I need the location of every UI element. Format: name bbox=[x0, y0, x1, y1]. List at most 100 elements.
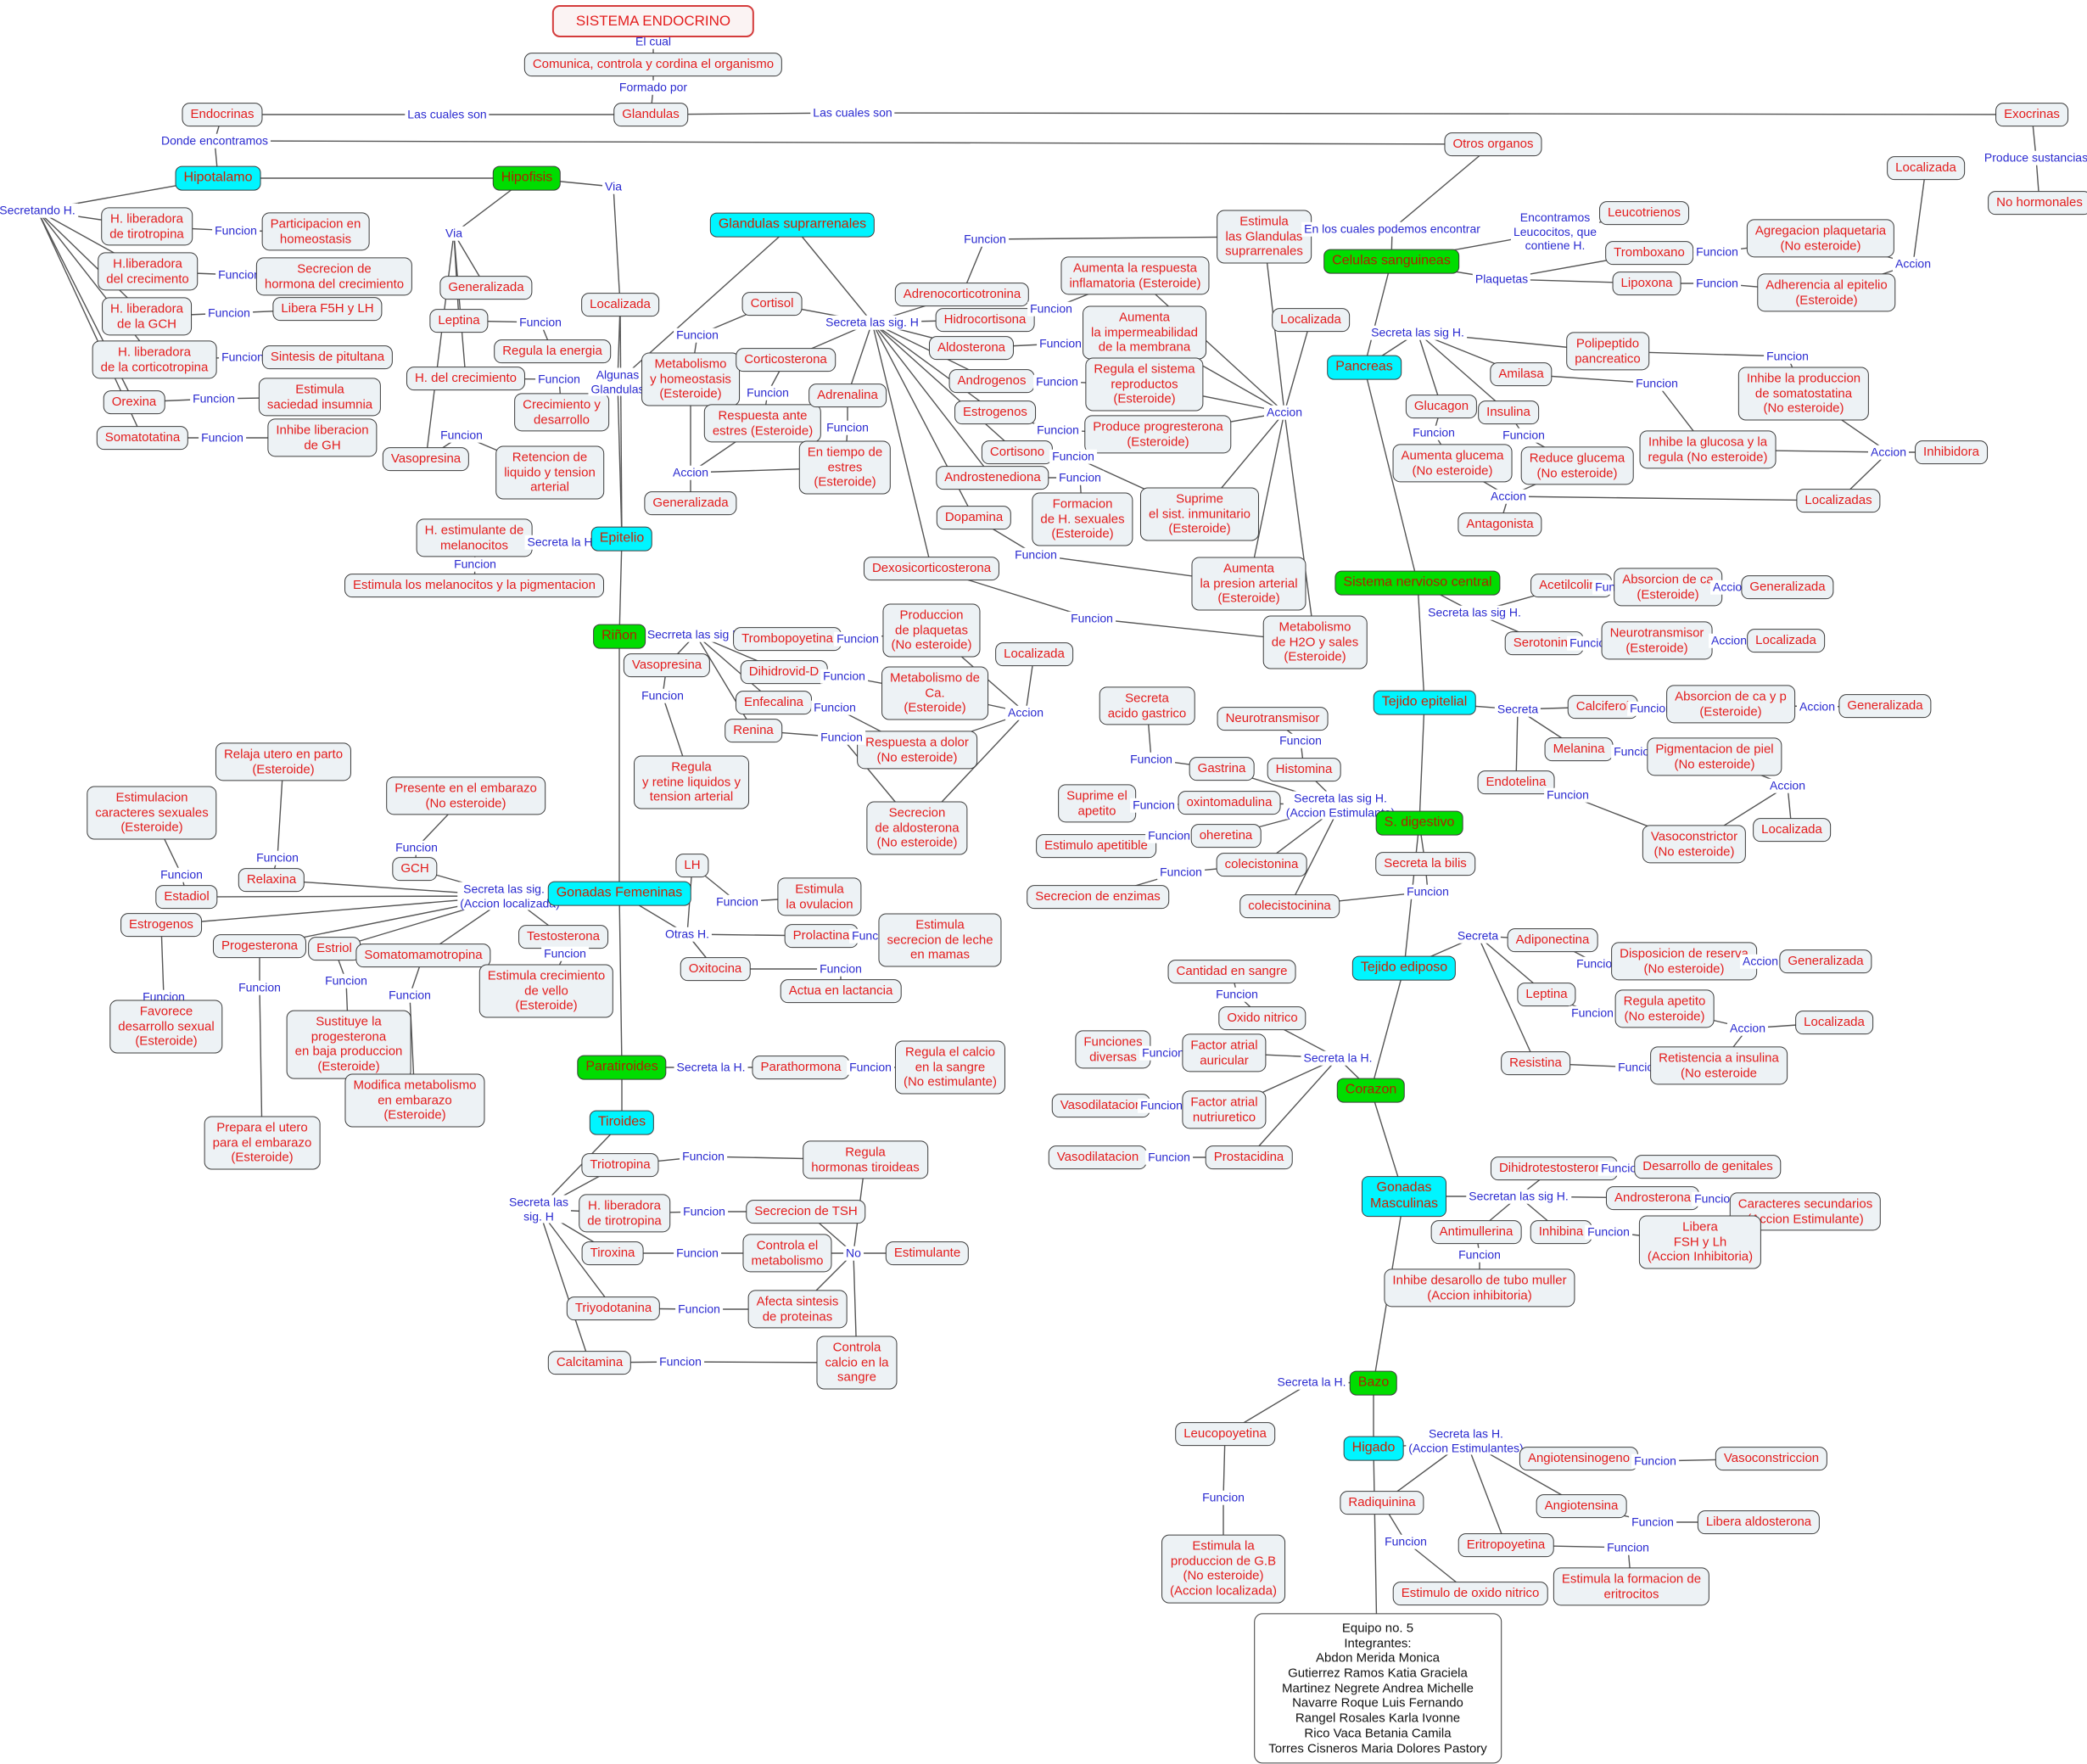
concept-tejido-ediposo[interactable]: Tejido ediposo bbox=[1351, 955, 1457, 981]
concept-metabolismo[interactable]: Metabolismo de H2O y sales (Esteroide) bbox=[1262, 615, 1368, 669]
link-label-funcion[interactable]: Funcion bbox=[1145, 828, 1193, 843]
concept-oxintomadulina[interactable]: oxintomadulina bbox=[1178, 791, 1281, 815]
concept-inhibe-desarollo-de-tubo-muller[interactable]: Inhibe desarollo de tubo muller (Accion … bbox=[1384, 1268, 1575, 1308]
concept-relaja-utero-en-parto[interactable]: Relaja utero en parto (Esteroide) bbox=[215, 742, 352, 781]
concept-libera-aldosterona[interactable]: Libera aldosterona bbox=[1697, 1510, 1821, 1534]
concept-sistema-endocrino[interactable]: SISTEMA ENDOCRINO bbox=[551, 4, 755, 38]
link-label-accion[interactable]: Accion bbox=[1739, 954, 1782, 969]
concept-progesterona[interactable]: Progesterona bbox=[212, 934, 307, 958]
concept-sustituye-la[interactable]: Sustituye la progesterona en baja produc… bbox=[286, 1010, 411, 1079]
concept-estimula[interactable]: Estimula saciedad insumnia bbox=[258, 378, 382, 417]
concept-angiotensinogeno[interactable]: Angiotensinogeno bbox=[1519, 1447, 1639, 1470]
link-label-secreta-la-h[interactable]: Secreta la H. bbox=[1274, 1375, 1349, 1390]
link-label-funcion[interactable]: Funcion bbox=[674, 328, 721, 343]
concept-polipeptido[interactable]: Polipeptido pancreatico bbox=[1566, 332, 1649, 371]
concept-estimula[interactable]: Estimula secrecion de leche en mamas bbox=[878, 913, 1002, 967]
concept-inhibe-liberacion[interactable]: Inhibe liberacion de GH bbox=[267, 418, 378, 457]
concept-generalizada[interactable]: Generalizada bbox=[439, 276, 533, 300]
concept-neurotransmisor[interactable]: Neurotransmisor (Esteroide) bbox=[1601, 621, 1713, 660]
link-label-funcion[interactable]: Funcion bbox=[1404, 884, 1452, 899]
concept-estimula-la-formacion-de[interactable]: Estimula la formacion de eritrocitos bbox=[1553, 1567, 1710, 1606]
link-label-funcion[interactable]: Funcion bbox=[1049, 449, 1097, 464]
concept-formacion[interactable]: Formacion de H. sexuales (Esteroide) bbox=[1032, 492, 1133, 546]
concept-calciferol[interactable]: Calciferol bbox=[1567, 695, 1638, 719]
concept-desarrollo-de-genitales[interactable]: Desarrollo de genitales bbox=[1634, 1155, 1782, 1179]
concept-antagonista[interactable]: Antagonista bbox=[1458, 512, 1542, 536]
link-label-funcion[interactable]: Funcion bbox=[744, 385, 792, 400]
concept-dihidrovid-d[interactable]: Dihidrovid-D bbox=[740, 660, 828, 684]
concept-trombopoyetina[interactable]: Trombopoyetina bbox=[733, 627, 842, 651]
concept-histomina[interactable]: Histomina bbox=[1267, 758, 1341, 781]
concept-no-hormonales[interactable]: No hormonales bbox=[1988, 191, 2087, 215]
link-label-funcion[interactable]: Funcion bbox=[1034, 423, 1082, 438]
concept-generalizada[interactable]: Generalizada bbox=[1838, 694, 1932, 718]
concept-inhibina[interactable]: Inhibina bbox=[1530, 1220, 1592, 1244]
concept-secrecion-de-tsh[interactable]: Secrecion de TSH bbox=[746, 1200, 866, 1224]
link-label-funcion[interactable]: Funcion bbox=[1693, 276, 1741, 291]
concept-produccion[interactable]: Produccion de plaquetas (No esteroide) bbox=[882, 603, 981, 658]
link-label-funcion[interactable]: Funcion bbox=[393, 840, 440, 855]
link-label-secreta-las-sig-h[interactable]: Secreta las sig H. (Accion Estimulante) bbox=[1283, 791, 1398, 820]
concept-estimula[interactable]: Estimula la ovulacion bbox=[777, 877, 862, 916]
concept-secrecion-de-enzimas[interactable]: Secrecion de enzimas bbox=[1027, 885, 1169, 909]
concept-vasopresina[interactable]: Vasopresina bbox=[623, 653, 711, 677]
concept-orexina[interactable]: Orexina bbox=[103, 390, 165, 414]
concept-libera[interactable]: Libera FSH y Lh (Accion Inhibitoria) bbox=[1638, 1215, 1762, 1269]
link-label-funcion[interactable]: Funcion bbox=[215, 267, 263, 283]
concept-regula-el-sistema[interactable]: Regula el sistema reproductos (Esteroide… bbox=[1085, 357, 1204, 412]
concept-prepara-el-utero[interactable]: Prepara el utero para el embarazo (Ester… bbox=[204, 1116, 321, 1170]
concept-aumenta[interactable]: Aumenta la impermeabilidad de la membran… bbox=[1083, 305, 1206, 360]
concept-estimulo-de-oxido-nitrico[interactable]: Estimulo de oxido nitrico bbox=[1392, 1582, 1548, 1605]
link-label-funcion[interactable]: Funcion bbox=[1127, 752, 1175, 767]
concept-enfecalina[interactable]: Enfecalina bbox=[735, 691, 813, 714]
concept-estimulo-apetitible[interactable]: Estimulo apetitible bbox=[1036, 834, 1156, 858]
concept-calcitamina[interactable]: Calcitamina bbox=[547, 1351, 632, 1375]
concept-agregacion-plaquetaria[interactable]: Agregacion plaquetaria (No esteroide) bbox=[1746, 219, 1895, 258]
concept-comunica-controla-y-cordina-el-organismo[interactable]: Comunica, controla y cordina el organism… bbox=[523, 53, 783, 76]
concept-regula-el-calcio[interactable]: Regula el calcio en la sangre (No estimu… bbox=[894, 1040, 1006, 1095]
link-label-funcion[interactable]: Funcion bbox=[1693, 244, 1741, 260]
concept-vasoconstriccion[interactable]: Vasoconstriccion bbox=[1715, 1447, 1828, 1470]
link-label-funcion[interactable]: Funcion bbox=[1027, 301, 1075, 316]
link-label-funcion[interactable]: Funcion bbox=[680, 1204, 728, 1219]
concept-regula[interactable]: Regula y retine liquidos y tension arter… bbox=[634, 755, 749, 809]
link-label-funcion[interactable]: Funcion bbox=[961, 232, 1009, 247]
link-label-funcion[interactable]: Funcion bbox=[236, 980, 283, 995]
concept-respuesta-ante[interactable]: Respuesta ante estres (Esteroide) bbox=[703, 404, 822, 443]
concept-h-estimulante-de[interactable]: H. estimulante de melanocitos bbox=[416, 518, 533, 557]
link-label-algunas[interactable]: Algunas Glandulas bbox=[588, 367, 647, 396]
concept-secreta[interactable]: Secreta acido gastrico bbox=[1099, 686, 1195, 725]
concept-somatomamotropina[interactable]: Somatomamotropina bbox=[355, 944, 491, 967]
concept-favorece[interactable]: Favorece desarrollo sexual (Esteroide) bbox=[109, 1000, 223, 1054]
link-label-funcion[interactable]: Funcion bbox=[1157, 865, 1205, 880]
concept-adherencia-al-epitelio[interactable]: Adherencia al epitelio (Esteroide) bbox=[1757, 273, 1896, 312]
link-label-funcion[interactable]: Funcion bbox=[199, 430, 246, 445]
concept-triyodotanina[interactable]: Triyodotanina bbox=[566, 1296, 661, 1320]
link-label-funcion[interactable]: Funcion bbox=[1200, 1490, 1247, 1505]
concept-leptina[interactable]: Leptina bbox=[1517, 983, 1576, 1006]
link-label-funcion[interactable]: Funcion bbox=[674, 1246, 721, 1261]
concept-cantidad-en-sangre[interactable]: Cantidad en sangre bbox=[1167, 960, 1296, 983]
link-label-accion[interactable]: Accion bbox=[1867, 445, 1910, 460]
concept-controla[interactable]: Controla calcio en la sangre bbox=[816, 1336, 898, 1390]
link-label-funcion[interactable]: Funcion bbox=[322, 973, 370, 988]
concept-leucopoyetina[interactable]: Leucopoyetina bbox=[1175, 1422, 1275, 1446]
link-label-funcion[interactable]: Funcion bbox=[1611, 744, 1659, 759]
concept-localizada[interactable]: Localizada bbox=[1795, 1011, 1873, 1034]
concept-inhibe-la-produccion[interactable]: Inhibe la produccion de somatostatina (N… bbox=[1737, 367, 1870, 421]
link-label-secreta-las[interactable]: Secreta las sig. H bbox=[506, 1195, 572, 1224]
concept-respuesta-a-dolor[interactable]: Respuesta a dolor (No esteroide) bbox=[857, 731, 977, 770]
concept-secrecion-de[interactable]: Secrecion de hormona del crecimiento bbox=[255, 257, 413, 296]
link-label-funcion[interactable]: Funcion bbox=[1631, 1453, 1679, 1469]
link-label-funcion[interactable]: Funcion bbox=[1277, 733, 1324, 748]
concept-estrogenos[interactable]: Estrogenos bbox=[954, 400, 1036, 424]
link-label-secreta-las-sig-h[interactable]: Secreta las sig. H (Accion localizada) bbox=[457, 882, 562, 910]
concept-controla-el[interactable]: Controla el metabolismo bbox=[742, 1234, 832, 1273]
concept-glandulas[interactable]: Glandulas bbox=[613, 103, 688, 126]
link-label-funcion[interactable]: Funcion bbox=[817, 961, 864, 977]
concept-colecistonina[interactable]: colecistonina bbox=[1216, 853, 1307, 876]
concept-reduce-glucema[interactable]: Reduce glucema (No esteroide) bbox=[1520, 446, 1634, 485]
concept-vasodilatacion[interactable]: Vasodilatacion bbox=[1048, 1145, 1148, 1169]
concept-h-liberadora[interactable]: H.liberadora del crecimento bbox=[98, 252, 198, 291]
concept-lh[interactable]: LH bbox=[675, 854, 709, 877]
